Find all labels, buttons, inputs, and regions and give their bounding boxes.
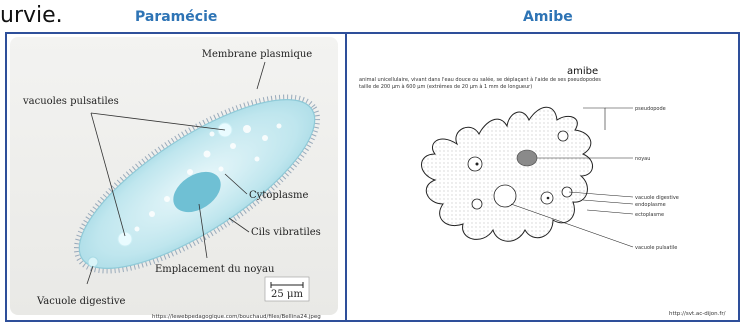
label-pseudopode: pseudopode	[635, 106, 666, 112]
label-cytoplasme: Cytoplasme	[249, 190, 309, 201]
digestive-vacuole-4	[558, 131, 568, 141]
paramecie-panel: Membrane plasmique vacuoles pulsatiles C…	[7, 34, 345, 320]
amibe-heading: amibe	[567, 66, 598, 77]
label-ectoplasme: ectoplasme	[635, 212, 664, 218]
digestive-vacuole-1	[468, 157, 482, 171]
label-noyau: Emplacement du noyau	[155, 264, 275, 275]
amibe-illustration: amibe animal unicellulaire, vivant dans …	[347, 34, 738, 320]
digestive-vacuole-5	[472, 199, 482, 209]
amibe-panel: amibe animal unicellulaire, vivant dans …	[347, 34, 738, 320]
vacuole-pulsatile-bottom	[118, 232, 132, 246]
digestive-vacuole	[88, 257, 98, 267]
paramecie-title: Paramécie	[135, 9, 217, 25]
label-cils: Cils vibratiles	[251, 227, 321, 238]
contractile-vacuole	[494, 185, 516, 207]
label-vacuole-digestive-amibe: vacuole digestive	[635, 195, 679, 201]
paramecie-illustration: Membrane plasmique vacuoles pulsatiles C…	[7, 34, 343, 320]
amibe-caption-line1: animal unicellulaire, vivant dans l'eau …	[359, 76, 601, 83]
label-vacuoles-pulsatiles: vacuoles pulsatiles	[22, 96, 119, 107]
top-text-fragment: urvie.	[0, 3, 63, 28]
amoeba-nucleus	[517, 150, 537, 166]
amibe-source-url: http://svt.ac-dijon.fr/	[669, 311, 726, 317]
label-noyau-amibe: noyau	[635, 156, 650, 162]
amibe-caption-line2: taille de 200 µm à 600 µm (extrêmes de 2…	[359, 83, 532, 90]
label-vacuole-pulsatile-amibe: vacuole pulsatile	[635, 245, 677, 251]
amibe-title: Amibe	[523, 9, 573, 25]
paramecie-source-url: https://lewebpedagogique.com/bouchaud/fi…	[152, 314, 321, 320]
scale-label: 25 μm	[271, 289, 303, 300]
diagram-frame: Membrane plasmique vacuoles pulsatiles C…	[5, 32, 740, 322]
label-membrane: Membrane plasmique	[202, 49, 313, 60]
amoeba-body	[422, 107, 593, 241]
label-vacuole-digestive: Vacuole digestive	[36, 296, 126, 307]
label-endoplasme: endoplasme	[635, 202, 666, 208]
